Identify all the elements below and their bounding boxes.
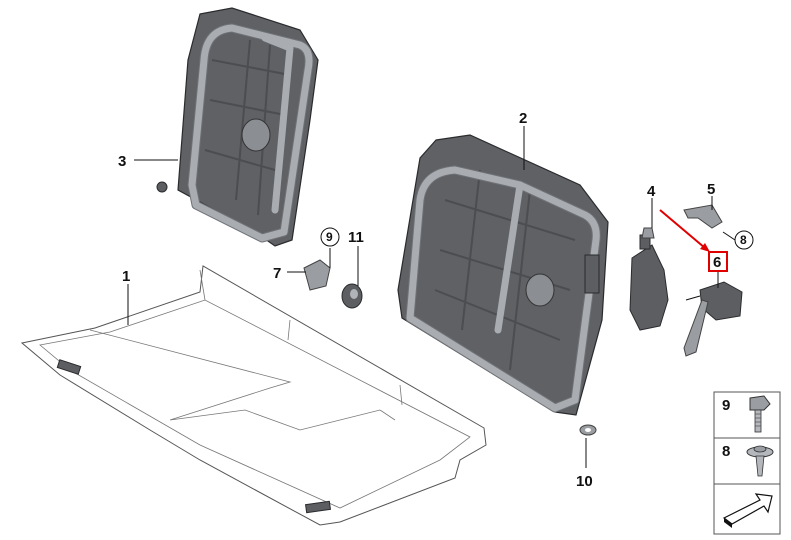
svg-text:9: 9 (326, 230, 333, 244)
part-4-lock[interactable] (629, 227, 669, 331)
callout-5: 5 (707, 181, 715, 198)
callout-3: 3 (118, 153, 126, 170)
part-7-clip[interactable] (303, 259, 331, 291)
callout-9-circled: 9 (320, 227, 340, 247)
part-6-latch[interactable] (683, 281, 743, 357)
legend-label-9: 9 (722, 397, 730, 414)
part-10-washer[interactable] (579, 424, 597, 436)
callout-11: 11 (348, 229, 364, 246)
part-2-backrest-right[interactable] (397, 134, 609, 416)
svg-text:6: 6 (713, 254, 721, 271)
part-5-bracket[interactable] (683, 204, 723, 229)
part-11-bushing[interactable] (341, 283, 363, 309)
arrow-icon (722, 493, 773, 528)
callout-2: 2 (519, 110, 527, 127)
callout-1: 1 (122, 268, 130, 285)
legend-panel: 9 8 (713, 391, 781, 535)
legend-label-8: 8 (722, 443, 730, 460)
screw-icon (746, 445, 774, 477)
callout-4: 4 (647, 183, 656, 200)
highlight-arrow (659, 209, 710, 252)
bolt-icon (749, 395, 771, 433)
callout-7: 7 (273, 265, 281, 282)
callout-10: 10 (576, 473, 593, 490)
leader-lines (127, 126, 736, 468)
svg-text:8: 8 (740, 233, 747, 247)
callout-6-highlighted[interactable]: 6 (708, 251, 728, 272)
callout-8-circled: 8 (734, 230, 754, 250)
part-1-tray[interactable] (20, 265, 487, 526)
part-3-backrest-left[interactable] (156, 7, 319, 247)
